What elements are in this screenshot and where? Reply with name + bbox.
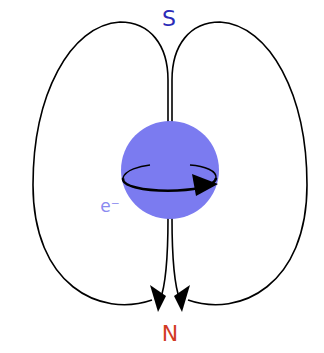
pole-label: N [162,323,178,345]
arrowhead [150,285,166,312]
arrowhead [174,285,190,312]
field-line [160,218,168,300]
pole-label: S [162,8,176,30]
field-line [172,218,180,300]
electron-sphere [121,121,219,219]
particle-label: e⁻ [100,198,119,215]
arrowhead [192,174,218,196]
spin-arrow [123,165,150,178]
